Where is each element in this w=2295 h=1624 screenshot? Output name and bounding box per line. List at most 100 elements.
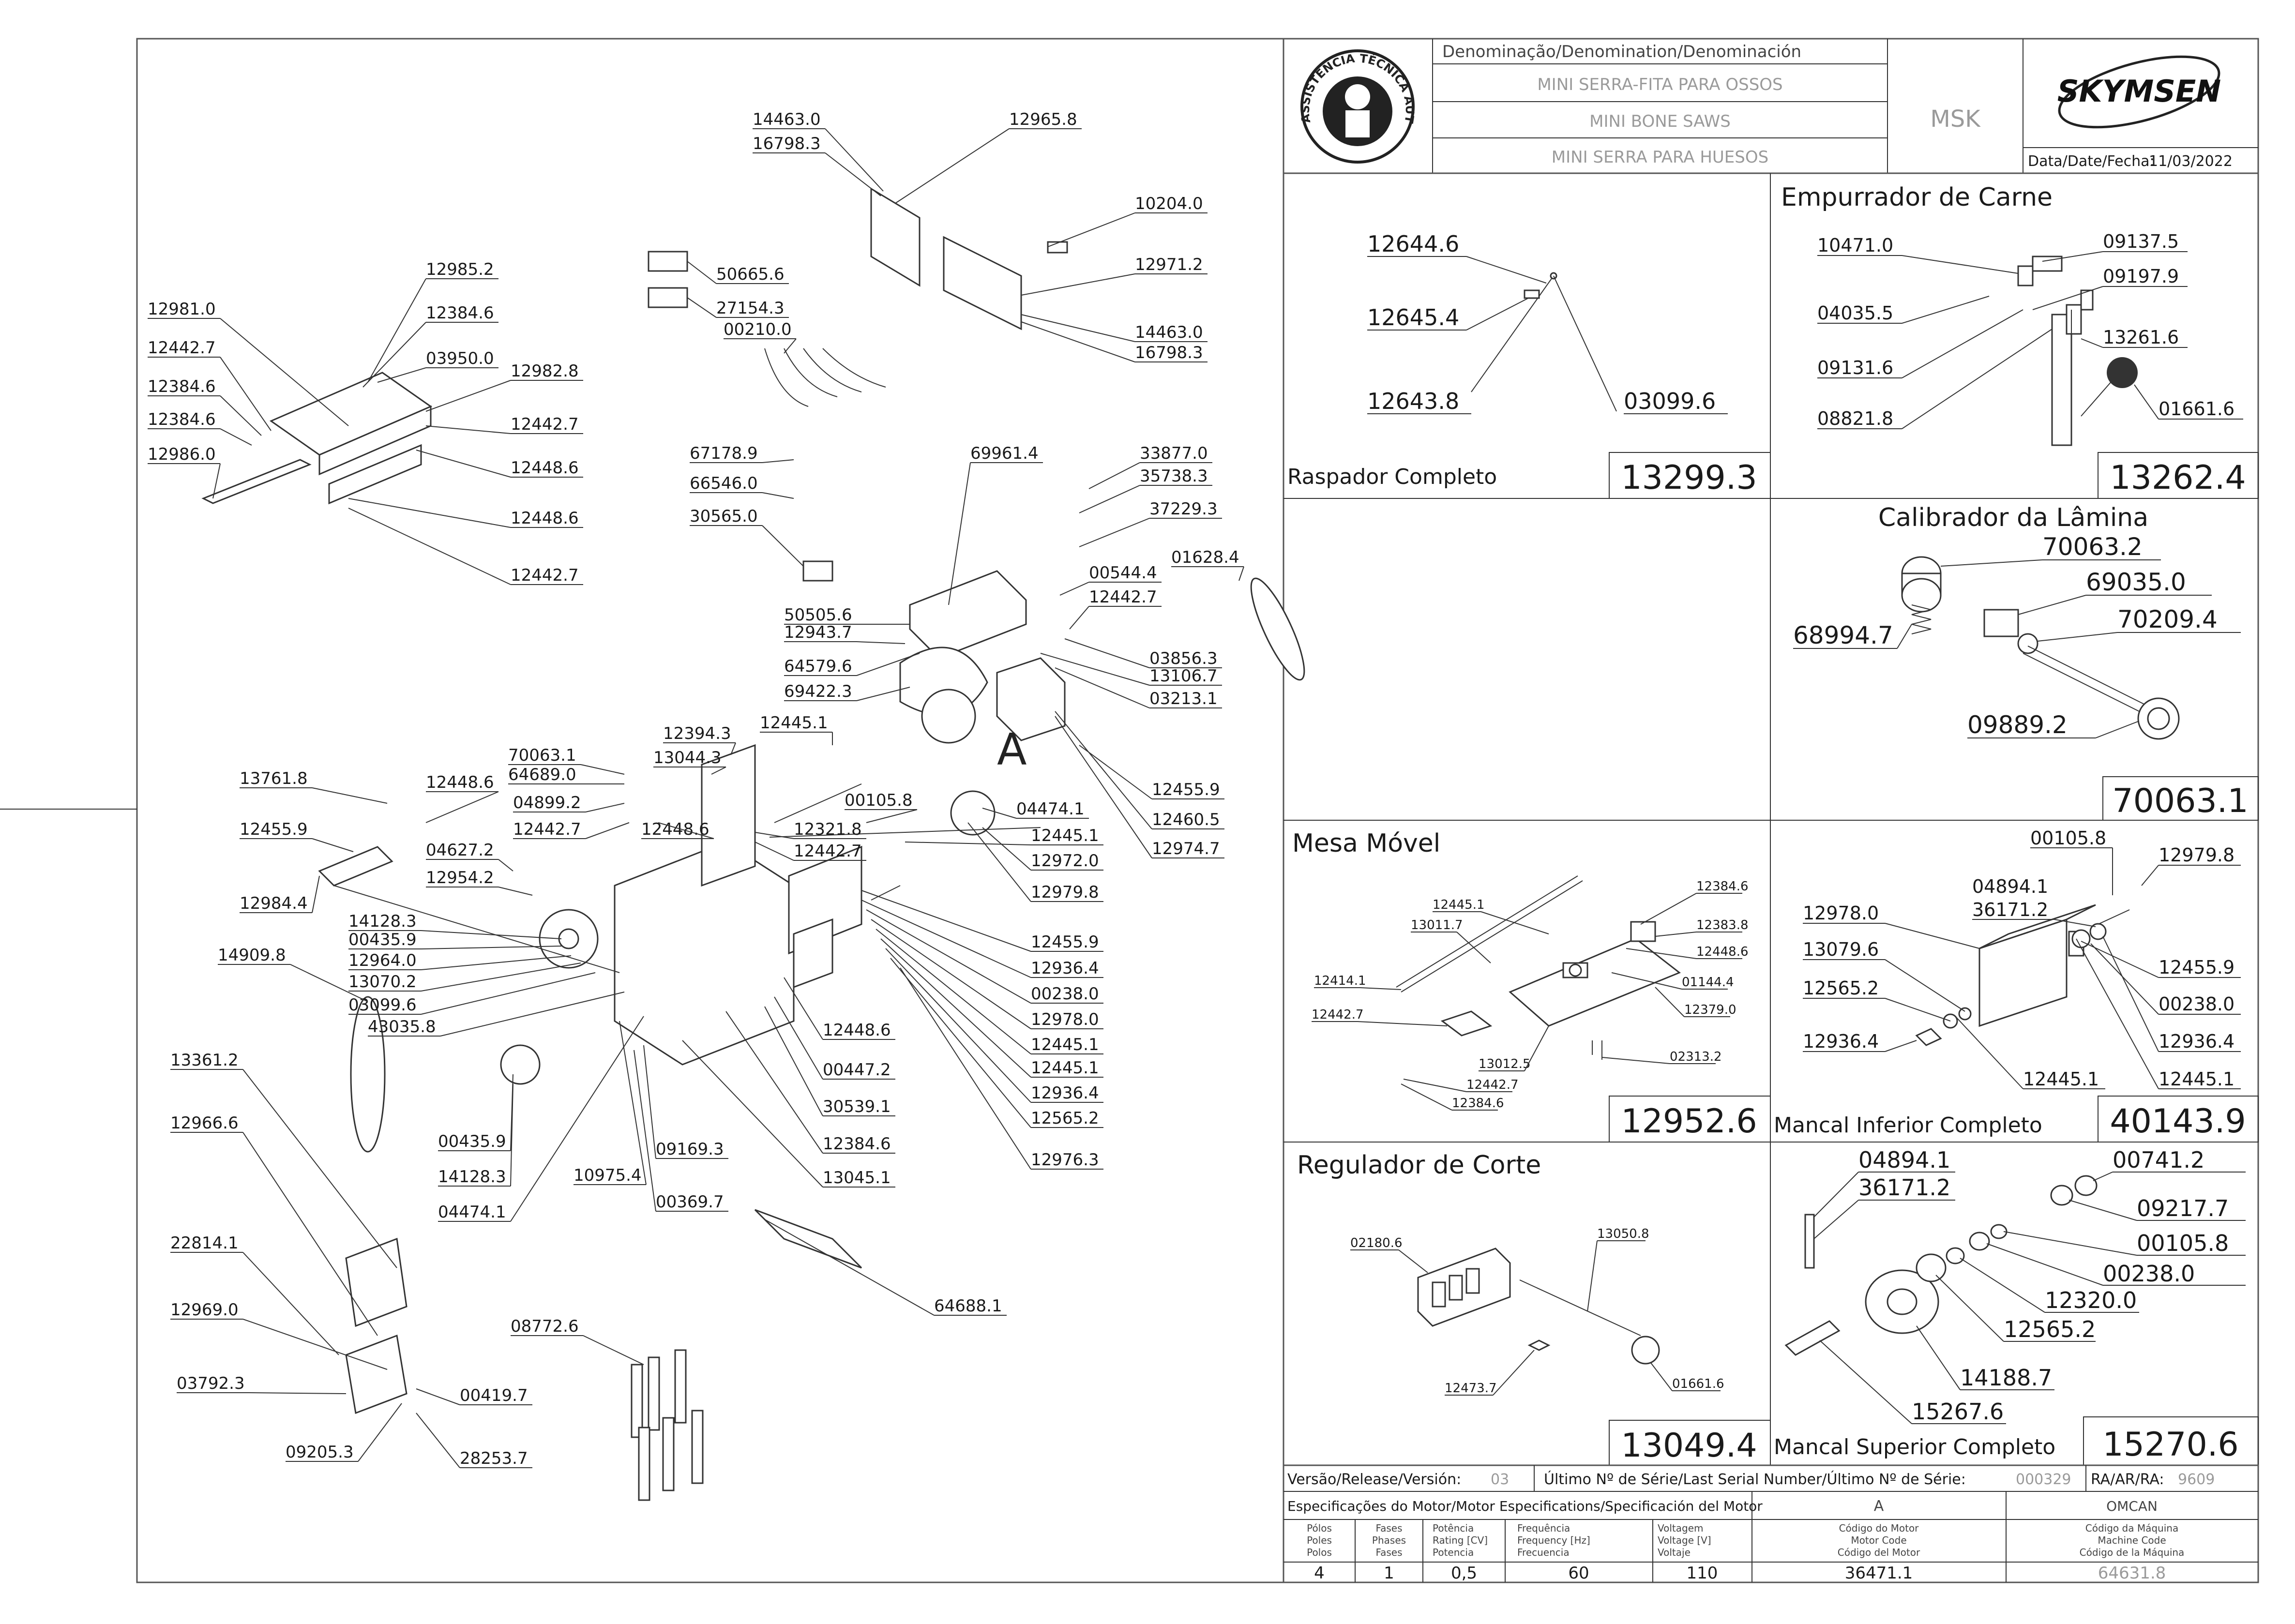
callout-29: 35738.3 bbox=[1079, 466, 1212, 513]
callout-leader bbox=[1021, 314, 1135, 342]
callout-leader bbox=[498, 887, 533, 896]
callout-leader bbox=[982, 827, 1031, 871]
callout-67: 12964.0 bbox=[348, 951, 572, 970]
callout-label: 13361.2 bbox=[170, 1051, 239, 1070]
callout-label: 30539.1 bbox=[823, 1097, 891, 1116]
callout-79: 12565.2 bbox=[890, 958, 1103, 1128]
callout-44: 70063.1 bbox=[508, 746, 625, 775]
callout-label: 64579.6 bbox=[784, 657, 852, 676]
callout-label: 50665.6 bbox=[716, 265, 785, 284]
callout-27: 69961.4 bbox=[948, 444, 1043, 605]
callout-leader bbox=[1079, 518, 1150, 547]
callout-label: 00544.4 bbox=[1089, 563, 1157, 583]
value-machine-code: 64631.8 bbox=[2098, 1564, 2166, 1583]
callout-label: 00369.7 bbox=[656, 1192, 724, 1212]
callout-39: 69422.3 bbox=[784, 682, 910, 701]
callout-label: 12984.4 bbox=[240, 894, 308, 913]
callout-leader bbox=[711, 767, 726, 775]
callout-label: 12455.9 bbox=[1152, 780, 1220, 799]
svg-text:Fases: Fases bbox=[1375, 1547, 1402, 1558]
callout-label: 12966.6 bbox=[170, 1113, 239, 1133]
mancal-sup-title: Mancal Superior Completo bbox=[1774, 1435, 2055, 1459]
callout-label: 12442.7 bbox=[511, 415, 579, 434]
raspador-label-3: 12643.8 bbox=[1367, 388, 1459, 414]
callout-leader bbox=[421, 972, 596, 1015]
callout-label: 64688.1 bbox=[934, 1296, 1002, 1316]
callout-63: 12954.2 bbox=[426, 868, 533, 896]
callout-92: 04474.1 bbox=[438, 1016, 644, 1222]
motor-col-omcan: OMCAN bbox=[2106, 1498, 2158, 1514]
callout-25: 66546.0 bbox=[690, 474, 794, 499]
callout-label: 01628.4 bbox=[1171, 548, 1239, 567]
callout-label: 12979.8 bbox=[1031, 883, 1099, 902]
callout-36: 64579.6 bbox=[784, 653, 920, 676]
callout-label: 69961.4 bbox=[970, 444, 1039, 463]
mancal-inf-label-7: 12455.9 bbox=[2159, 957, 2235, 978]
callout-leader bbox=[220, 428, 252, 446]
callout-label: 12384.6 bbox=[426, 303, 494, 323]
callout-leader bbox=[416, 450, 511, 478]
callout-label: 67178.9 bbox=[690, 444, 758, 463]
callout-label: 12445.1 bbox=[1031, 826, 1099, 845]
raspador-code: 13299.3 bbox=[1621, 459, 1757, 497]
svg-text:Machine Code: Machine Code bbox=[2098, 1534, 2166, 1546]
mesa-label-1: 12445.1 bbox=[1433, 898, 1485, 912]
empurrador-code: 13262.4 bbox=[2110, 459, 2246, 497]
callout-18: 12384.6 bbox=[148, 410, 252, 446]
mesa-code: 12952.6 bbox=[1621, 1102, 1757, 1141]
callout-leader bbox=[762, 525, 804, 567]
callout-label: 12936.4 bbox=[1031, 1083, 1099, 1103]
callout-label: 00419.7 bbox=[460, 1386, 528, 1405]
callout-label: 12976.3 bbox=[1031, 1150, 1099, 1170]
panel-regulador: Regulador de Corte 13049.4 02180.6 13050… bbox=[1297, 1151, 1771, 1466]
mancal-sup-label-5: 00105.8 bbox=[2137, 1230, 2229, 1256]
callout-68: 13070.2 bbox=[348, 962, 581, 992]
callout-84: 12384.6 bbox=[725, 1011, 895, 1154]
callout-label: 14463.0 bbox=[1135, 323, 1203, 342]
svg-text:Código de la Máquina: Código de la Máquina bbox=[2080, 1547, 2185, 1558]
callout-88: 00435.9 bbox=[438, 1074, 513, 1151]
callout-90: 10975.4 bbox=[574, 1021, 647, 1185]
col-rating-header: Potência Rating [CV] Potencia bbox=[1433, 1522, 1488, 1558]
callout-42: 12445.1 bbox=[760, 713, 833, 745]
callout-label: 04474.1 bbox=[438, 1203, 506, 1222]
callout-47: 12442.7 bbox=[513, 820, 630, 839]
callout-98: 00419.7 bbox=[416, 1386, 532, 1405]
callout-35: 12943.7 bbox=[784, 623, 906, 644]
mesa-label-8: 12379.0 bbox=[1684, 1003, 1736, 1017]
callout-label: 12981.0 bbox=[148, 300, 216, 319]
mancal-inf-code: 40143.9 bbox=[2110, 1102, 2246, 1141]
calibrador-label-2: 69035.0 bbox=[2086, 568, 2186, 596]
callout-label: 12442.7 bbox=[511, 566, 579, 585]
callout-leader bbox=[1055, 667, 1150, 708]
callout-leader bbox=[861, 900, 1031, 978]
callout-53: 12445.1 bbox=[905, 826, 1103, 845]
mancal-sup-label-2: 00741.2 bbox=[2113, 1147, 2204, 1173]
svg-text:Fases: Fases bbox=[1375, 1522, 1402, 1534]
callout-leader bbox=[425, 380, 511, 412]
empurrador-label-1: 10471.0 bbox=[1817, 235, 1893, 256]
callout-label: 12460.5 bbox=[1152, 810, 1220, 829]
mesa-label-13: 12384.6 bbox=[1452, 1096, 1504, 1111]
mancal-inf-label-10: 12936.4 bbox=[1803, 1031, 1879, 1052]
callout-leader bbox=[762, 459, 794, 463]
callout-label: 14128.3 bbox=[348, 912, 417, 931]
callout-leader bbox=[880, 938, 1031, 1078]
header-block: ASSISTÊNCIA TÉCNICA AUTORIZADA Denominaç… bbox=[0, 0, 2259, 174]
callout-24: 67178.9 bbox=[690, 444, 794, 463]
mancal-inf-title: Mancal Inferior Completo bbox=[1774, 1113, 2042, 1138]
mancal-inf-label-9: 00238.0 bbox=[2159, 993, 2235, 1015]
callout-leader bbox=[312, 838, 354, 852]
callout-label: 03950.0 bbox=[426, 349, 494, 368]
value-voltage: 110 bbox=[1687, 1564, 1718, 1583]
callout-label: 00105.8 bbox=[845, 791, 913, 810]
mancal-sup-label-9: 14188.7 bbox=[1960, 1365, 2052, 1391]
callout-64: 12984.4 bbox=[240, 875, 320, 913]
callout-leader bbox=[510, 1016, 644, 1222]
svg-text:Voltage [V]: Voltage [V] bbox=[1658, 1534, 1711, 1546]
callout-label: 12964.0 bbox=[348, 951, 417, 970]
callout-label: 12394.3 bbox=[663, 724, 731, 743]
callout-label: 66546.0 bbox=[690, 474, 758, 493]
callout-leader bbox=[871, 919, 1031, 1029]
mancal-inf-label-13: 12445.1 bbox=[2159, 1068, 2235, 1090]
